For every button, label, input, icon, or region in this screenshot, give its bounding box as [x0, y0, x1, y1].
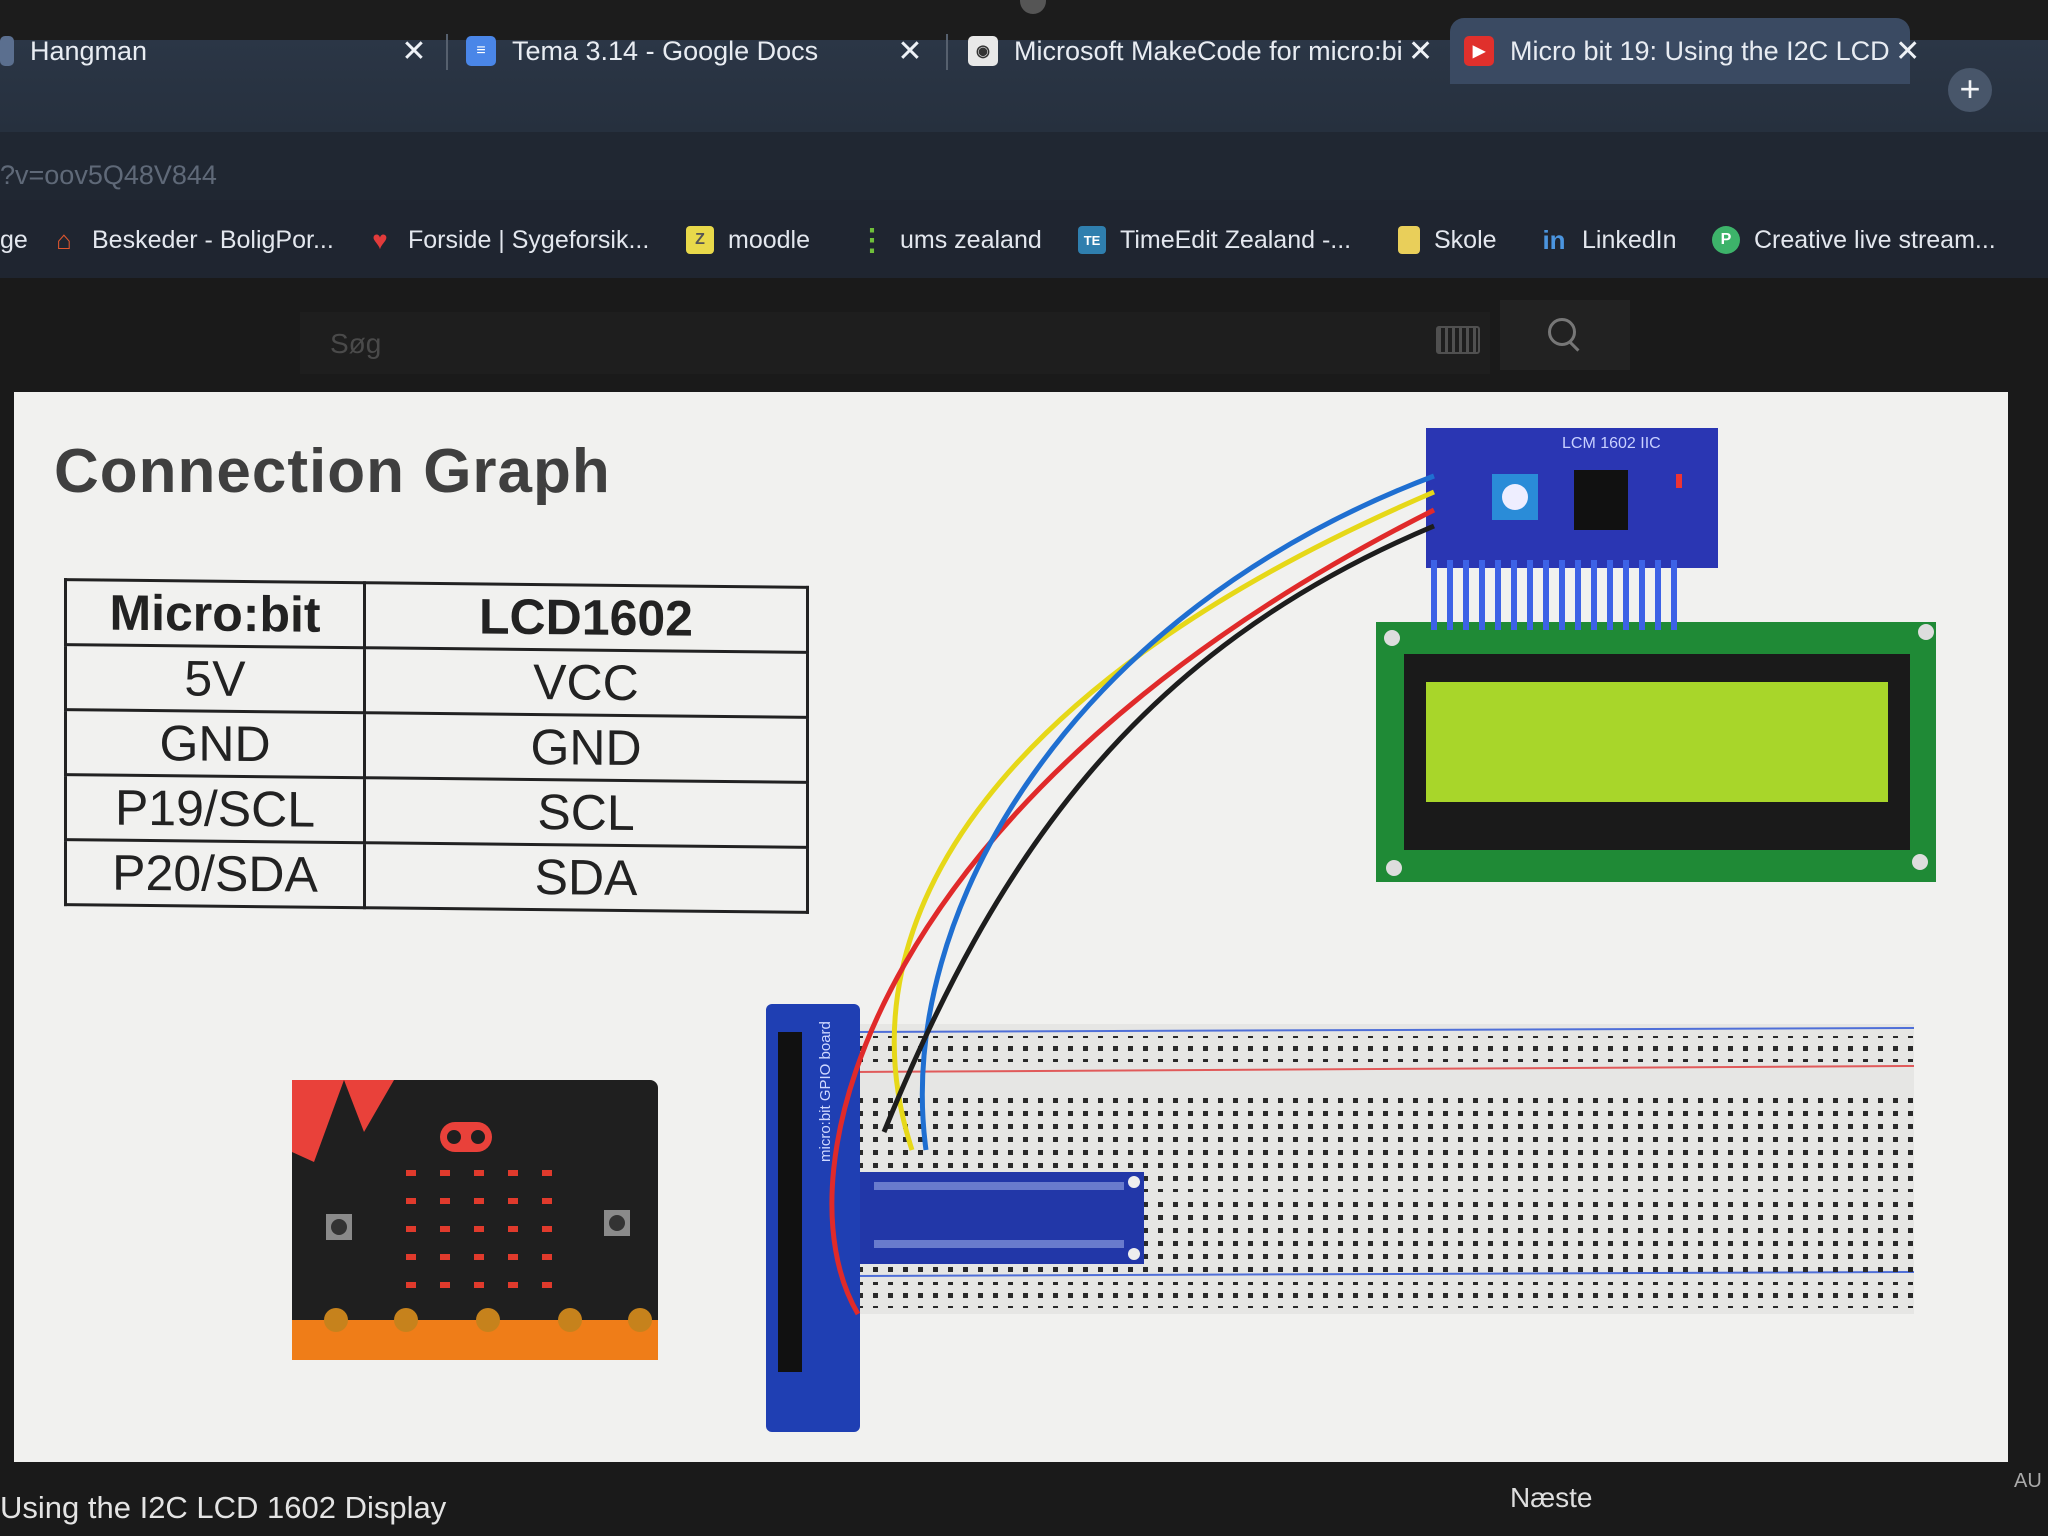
tab-title: Microsoft MakeCode for micro:bi	[1014, 35, 1403, 66]
bookmark-label: Creative live stream...	[1754, 225, 1996, 254]
bookmark-linkedin[interactable]: in LinkedIn	[1540, 222, 1677, 258]
gpio-expansion-board: micro:bit GPIO board	[766, 1004, 1144, 1432]
bookmark-skole[interactable]: Skole	[1398, 222, 1497, 258]
breadboard	[853, 1024, 1915, 1314]
tab-makecode[interactable]: ◉ Microsoft MakeCode for micro:bi ✕	[954, 18, 1444, 84]
wire-gnd	[881, 523, 1435, 1133]
new-tab-button[interactable]: +	[1948, 68, 1992, 112]
corner-label: AU	[2014, 1470, 2042, 1492]
bookmark-label: LinkedIn	[1582, 225, 1677, 254]
close-icon[interactable]: ✕	[1408, 34, 1434, 68]
tab-google-docs[interactable]: ≡ Tema 3.14 - Google Docs ✕	[452, 18, 942, 84]
makecode-icon: ◉	[968, 36, 998, 66]
next-button[interactable]: Næste	[1510, 1482, 1593, 1513]
timeedit-icon: TE	[1078, 226, 1106, 254]
wire-scl	[891, 489, 1435, 1151]
close-icon[interactable]: ✕	[897, 34, 923, 68]
video-title: Using the I2C LCD 1602 Display	[0, 1490, 447, 1525]
bookmark-ums-zealand[interactable]: ⋮ ums zealand	[857, 222, 1042, 258]
youtube-icon: ▶	[1464, 36, 1494, 66]
dots-icon: ⋮	[857, 223, 887, 257]
page-icon	[0, 36, 14, 66]
wires	[829, 473, 1436, 1316]
bookmark-beskeder[interactable]: ⌂ Beskeder - BoligPor...	[50, 222, 334, 258]
wiring-diagram: micro:bit GPIO board LCM 1602 IIC	[292, 428, 1936, 1432]
heart-icon: ♥	[372, 224, 388, 255]
bookmark-creative-live[interactable]: P Creative live stream...	[1712, 222, 1996, 258]
wire-sda	[919, 473, 1435, 1151]
search-placeholder: Søg	[330, 328, 382, 359]
bookmark-moodle[interactable]: Z moodle	[686, 222, 810, 258]
tab-title: Micro bit 19: Using the I2C LCD	[1510, 35, 1890, 66]
bookmark-label: TimeEdit Zealand -...	[1120, 225, 1352, 254]
slide-title: Connection Graph	[54, 437, 611, 506]
url-text[interactable]: ?v=oov5Q48V844	[0, 160, 217, 190]
bookmark-ge[interactable]: ge	[0, 222, 28, 258]
video-player[interactable]: Connection Graph Micro:bit LCD1602 5V VC…	[14, 392, 2008, 1462]
webcam	[1020, 0, 1046, 14]
bookmark-label: Beskeder - BoligPor...	[92, 225, 334, 254]
tab-youtube-active[interactable]: ▶ Micro bit 19: Using the I2C LCD ✕	[1450, 18, 1920, 84]
close-icon[interactable]: ✕	[401, 34, 427, 68]
bookmark-label: ums zealand	[900, 225, 1042, 254]
google-docs-icon: ≡	[466, 36, 496, 66]
moodle-icon: Z	[686, 226, 714, 254]
tab-separator	[946, 34, 948, 70]
bookmark-forside[interactable]: ♥ Forside | Sygeforsik...	[366, 222, 649, 258]
play-icon: P	[1712, 226, 1740, 254]
lcd1602-display	[1376, 622, 1936, 882]
i2c-adapter-module: LCM 1602 IIC	[1426, 428, 1718, 630]
tab-separator	[446, 34, 448, 70]
bookmark-label: moodle	[728, 225, 810, 254]
wire-vcc	[829, 507, 1436, 1316]
gpio-board-label: micro:bit GPIO board	[817, 1021, 834, 1162]
bookmark-timeedit[interactable]: TE TimeEdit Zealand -...	[1078, 222, 1351, 258]
tab-title: Hangman	[30, 35, 148, 66]
lcd-module-label: LCM 1602 IIC	[1562, 435, 1661, 452]
tab-title: Tema 3.14 - Google Docs	[512, 35, 819, 66]
tab-hangman[interactable]: Hangman ✕	[0, 18, 446, 84]
close-icon[interactable]: ✕	[1895, 34, 1921, 68]
bookmark-label: Skole	[1434, 225, 1497, 254]
house-icon: ⌂	[56, 224, 72, 255]
linkedin-icon: in	[1542, 224, 1566, 255]
search-input[interactable]	[300, 312, 1490, 374]
address-bar[interactable]	[0, 132, 2048, 200]
bookmark-label: ge	[0, 225, 28, 254]
search-icon	[1548, 318, 1576, 346]
bookmark-label: Forside | Sygeforsik...	[408, 225, 650, 254]
microbit-board	[292, 1080, 658, 1360]
bookmarks-bar	[0, 200, 2048, 278]
folder-icon	[1398, 226, 1420, 254]
keyboard-icon[interactable]	[1436, 326, 1480, 354]
